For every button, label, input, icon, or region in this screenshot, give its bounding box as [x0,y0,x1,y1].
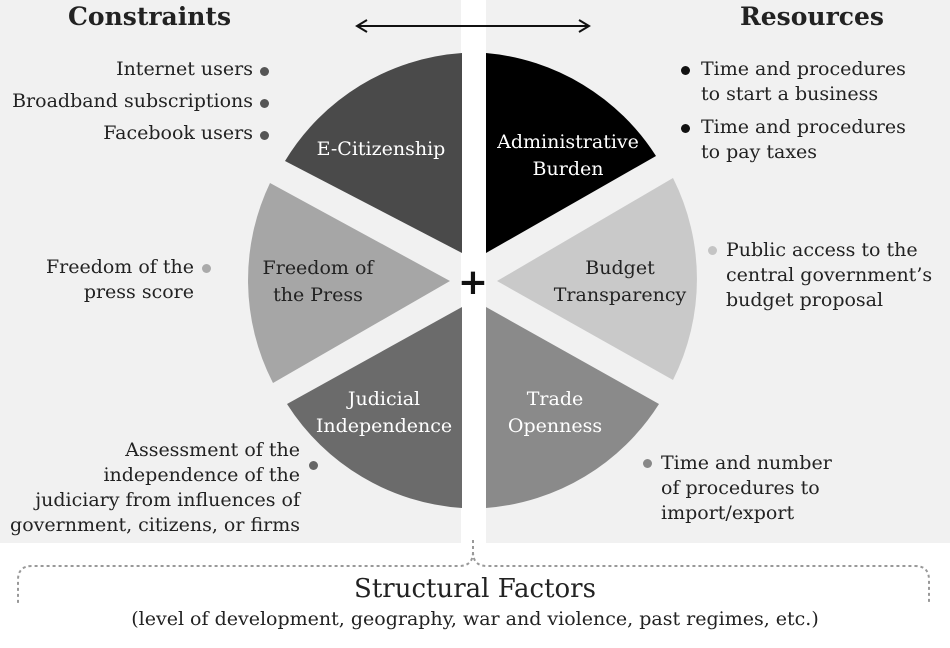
bullet-dot [681,124,690,133]
label-freedom-of-the-press-2: the Press [273,284,363,306]
item-judicial-1: Assessment of the [125,439,300,461]
segment-freedom-of-the-press [248,183,450,383]
constraints-heading: Constraints [68,2,232,31]
segment-judicial-independence [287,307,462,508]
label-administrative-burden-1: Administrative [496,131,639,153]
bullet-dot [260,99,269,108]
item-internet-users: Internet users [116,58,253,80]
item-start-business-1: Time and procedures [701,58,906,80]
item-pay-taxes-1: Time and procedures [701,116,906,138]
segment-administrative-burden [486,53,656,253]
item-trade-2: of procedures to [661,477,820,499]
label-freedom-of-the-press-1: Freedom of [263,257,376,279]
item-judicial-4: government, citizens, or firms [10,514,300,536]
structural-factors-bracket [17,540,930,604]
label-e-citizenship: E-Citizenship [317,138,446,160]
item-budget-2: central government’s [726,264,933,286]
label-judicial-independence-2: Independence [316,415,452,437]
resources-heading: Resources [740,2,884,31]
segment-e-citizenship [285,53,462,253]
label-administrative-burden-2: Burden [533,158,604,180]
label-trade-openness-2: Openness [508,415,602,437]
item-budget-3: budget proposal [726,289,884,311]
item-trade-1: Time and number [661,452,832,474]
label-judicial-independence-1: Judicial [346,388,420,410]
center-plus-symbol: + [458,262,488,303]
bullet-dot [260,131,269,140]
segment-trade-openness [486,307,659,508]
label-budget-transparency-1: Budget [585,257,655,279]
item-freedom-press-2: press score [83,281,194,303]
bullet-dot [309,461,318,470]
item-judicial-3: judiciary from influences of [35,489,300,511]
item-judicial-2: independence of the [103,464,300,486]
segment-budget-transparency [497,178,697,380]
structural-factors-subtitle: (level of development, geography, war an… [131,608,819,630]
item-broadband-subscriptions: Broadband subscriptions [12,90,253,112]
bullet-dot [643,459,652,468]
bullet-dot [260,67,269,76]
bullet-dot [202,264,211,273]
bullet-dot [708,246,717,255]
item-freedom-press-1: Freedom of the [45,256,194,278]
label-budget-transparency-2: Transparency [554,284,687,306]
label-trade-openness-1: Trade [527,388,584,410]
item-facebook-users: Facebook users [103,122,253,144]
item-budget-1: Public access to the [726,239,918,261]
item-trade-3: import/export [661,502,795,524]
item-pay-taxes-2: to pay taxes [701,141,818,163]
bullet-dot [681,66,690,75]
item-start-business-2: to start a business [701,83,879,105]
structural-factors-title: Structural Factors [354,574,596,604]
